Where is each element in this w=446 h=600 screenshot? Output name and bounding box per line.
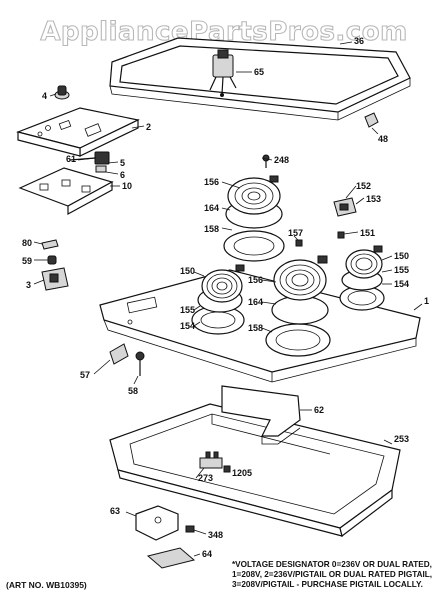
voltage-note-line-2: 1=208V, 2=236V/PIGTAIL OR DUAL RATED PIG…: [232, 570, 432, 579]
callout-64: 64: [202, 549, 212, 559]
burner-top: [223, 175, 285, 262]
callout-labels: 4 2 61 5 6 10 36 65 48 248 156 164 158 1…: [22, 36, 429, 559]
switch-bracket: [18, 167, 114, 216]
callout-164-center: 164: [248, 297, 263, 307]
callout-348: 348: [208, 530, 223, 540]
callout-156-center: 156: [248, 275, 263, 285]
strain-relief-clip: [185, 525, 195, 533]
callout-80: 80: [22, 238, 32, 248]
small-bracket: [41, 239, 59, 250]
screw: [262, 154, 270, 168]
burner-box: [109, 403, 401, 538]
terminal-connector: [41, 267, 69, 291]
callout-154-left: 154: [180, 321, 195, 331]
voltage-note-line-3: 3=208V/PIGTAIL - PURCHASE PIGTAIL LOCALL…: [232, 580, 423, 589]
callout-151: 151: [360, 228, 375, 238]
callout-6: 6: [120, 170, 125, 180]
callout-150-left: 150: [180, 266, 195, 276]
art-number: (ART NO. WB10395): [6, 580, 87, 590]
callout-65: 65: [254, 67, 264, 77]
mounting-clip: [109, 343, 129, 365]
receptacle: [333, 197, 357, 217]
callout-57: 57: [80, 370, 90, 380]
callout-4: 4: [42, 91, 47, 101]
callout-155-left: 155: [180, 305, 195, 315]
callout-156-top: 156: [204, 177, 219, 187]
support-bracket: [221, 385, 301, 445]
leader-lines: [33, 41, 423, 557]
main-cooktop: [99, 269, 421, 383]
callout-164-top: 164: [204, 203, 219, 213]
watermark-text: AppliancePartsPros.com: [40, 17, 407, 47]
burner-clip-center: [295, 239, 303, 247]
callout-62: 62: [314, 405, 324, 415]
control-knob: [54, 85, 70, 100]
burner-right: [339, 245, 385, 311]
callout-63: 63: [110, 506, 120, 516]
callout-48: 48: [378, 134, 388, 144]
callout-273: 273: [198, 473, 213, 483]
terminal-block: [209, 49, 237, 97]
callout-1205: 1205: [232, 468, 252, 478]
callout-152: 152: [356, 181, 371, 191]
control-panel: [16, 107, 140, 157]
callout-158-center: 158: [248, 323, 263, 333]
mounting-bolt: [135, 351, 145, 376]
callout-153: 153: [366, 194, 381, 204]
callout-155-right: 155: [394, 265, 409, 275]
callout-58: 58: [128, 386, 138, 396]
burner-center: [265, 255, 331, 357]
callout-158-top: 158: [204, 224, 219, 234]
terminal-strip: [199, 451, 231, 473]
callout-253: 253: [394, 434, 409, 444]
cover-plate: [146, 547, 196, 569]
callout-61: 61: [66, 154, 76, 164]
frame-clip: [364, 112, 379, 128]
burner-left: [191, 264, 245, 335]
cooktop-frame: [109, 37, 411, 121]
callout-248: 248: [274, 155, 289, 165]
burner-clip-right: [337, 231, 345, 239]
callout-5: 5: [120, 158, 125, 168]
callout-59: 59: [22, 256, 32, 266]
callout-1: 1: [424, 296, 429, 306]
infinite-switch: [69, 151, 110, 173]
signal-light: [47, 255, 57, 265]
callout-2: 2: [146, 122, 151, 132]
callout-36: 36: [354, 36, 364, 46]
pigtail-block: [135, 505, 179, 541]
callout-154-right: 154: [394, 279, 409, 289]
callout-10: 10: [122, 181, 132, 191]
callout-150-right: 150: [394, 251, 409, 261]
callout-3: 3: [26, 280, 31, 290]
voltage-note-line-1: *VOLTAGE DESIGNATOR 0=236V OR DUAL RATED…: [232, 560, 432, 569]
callout-157: 157: [288, 228, 303, 238]
